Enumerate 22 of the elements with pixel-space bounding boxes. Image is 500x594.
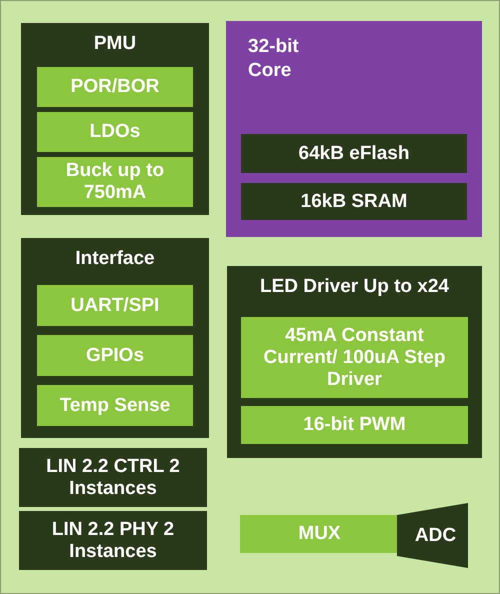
function-block: POR/BOR — [37, 67, 193, 107]
function-block: MUX — [240, 515, 399, 553]
function-block: 64kB eFlash — [241, 134, 467, 173]
function-block: 16-bit PWM — [241, 406, 468, 444]
function-block: LIN 2.2 CTRL 2 Instances — [19, 448, 207, 507]
function-block: 16kB SRAM — [241, 183, 467, 220]
module-title: PMU — [92, 33, 138, 55]
module-title: 32-bit Core — [248, 35, 300, 83]
function-block: LDOs — [37, 112, 193, 152]
function-block: LIN 2.2 PHY 2 Instances — [19, 511, 207, 570]
module-panel — [21, 238, 209, 438]
core-panel — [226, 21, 482, 237]
function-block: GPIOs — [37, 335, 193, 376]
function-block: Temp Sense — [37, 385, 193, 426]
module-title: Interface — [74, 248, 156, 270]
function-block: UART/SPI — [37, 285, 193, 326]
module-panel — [227, 266, 482, 458]
module-title: LED Driver Up to x24 — [259, 276, 450, 298]
function-block: Buck up to 750mA — [37, 157, 193, 207]
module-panel — [21, 23, 209, 215]
function-block: 45mA Constant Current/ 100uA Step Driver — [241, 317, 468, 398]
converter-block: ADC — [397, 503, 468, 568]
